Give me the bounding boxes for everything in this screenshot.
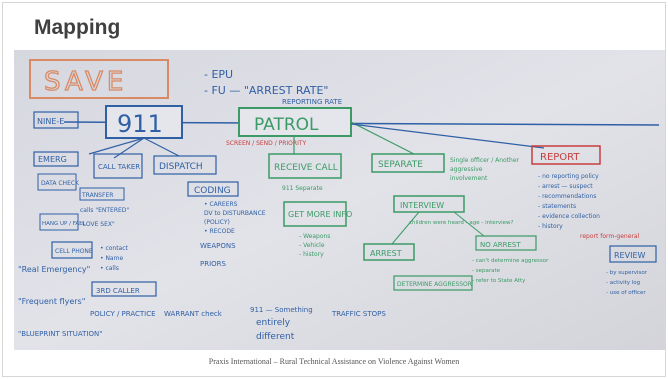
- note-top-3: REPORTING RATE: [282, 98, 342, 106]
- arrest-label: ARREST: [370, 249, 402, 258]
- review-note-1: - by supervisor: [606, 270, 648, 276]
- policy-practice-label: POLICY / PRACTICE: [90, 310, 156, 318]
- whiteboard-drawing: SAVE - EPU - FU — "ARREST RATE" REPORTIN…: [14, 50, 665, 350]
- call-taker-label: CALL TAKER: [98, 163, 140, 171]
- report-note-6: - history: [538, 223, 563, 230]
- coding-note-3: (POLICY): [204, 219, 230, 226]
- separate-note-2: aggressive: [450, 166, 483, 173]
- get-more-note-1: - Weapons: [299, 233, 330, 240]
- bottom-note-2: entirely: [256, 318, 291, 328]
- no-arrest-label: NO ARREST: [480, 241, 521, 249]
- nine-e-label: NINE-E: [37, 117, 64, 126]
- coding-label: CODING: [194, 186, 231, 196]
- emerg-label: EMERG: [38, 155, 67, 164]
- nine-e-box: [33, 111, 79, 129]
- slide-title: Mapping: [34, 16, 121, 39]
- report-note-1: - no reporting policy: [538, 173, 599, 180]
- report-note-4: - statements: [538, 203, 576, 210]
- get-more-note-2: - Vehicle: [299, 242, 325, 249]
- third-caller-label: 3RD CALLER: [96, 287, 140, 295]
- note-top-1: - EPU: [204, 68, 233, 81]
- weapons-label: WEAPONS: [200, 242, 236, 250]
- save-box: [29, 59, 169, 99]
- left-note-2: "Frequent flyers": [18, 297, 85, 306]
- left-note-3: "BLUEPRINT SITUATION": [18, 330, 102, 338]
- love-sex-label: "LOVE SEX": [80, 221, 115, 228]
- bottom-note-3: different: [256, 332, 295, 342]
- determine-label: DETERMINE AGGRESSOR: [397, 281, 472, 288]
- get-more-note-3: - history: [299, 251, 324, 258]
- save-label: SAVE: [44, 67, 127, 97]
- receive-call-label: RECEIVE CALL: [274, 163, 338, 173]
- receive-sub-label: 911 Separate: [282, 185, 323, 192]
- separate-note-3: involvement: [450, 175, 488, 182]
- data-check-label: DATA CHECK: [41, 180, 80, 187]
- cell-note-3: • calls: [100, 265, 119, 272]
- priors-label: PRIORS: [200, 260, 227, 268]
- node-911-label: 911: [117, 110, 163, 138]
- hang-up-label: HANG UP / FALL: [42, 221, 86, 227]
- review-note-2: - activity log: [606, 280, 640, 286]
- screen-note: SCREEN / SEND / PRIORITY: [226, 140, 307, 147]
- no-arrest-note-1: - can't determine aggressor: [472, 258, 549, 264]
- separate-note-1: Single officer / Another: [450, 157, 520, 164]
- separate-label: SEPARATE: [378, 160, 423, 170]
- note-top-2: - FU — "ARREST RATE": [204, 84, 328, 97]
- traffic-stops-label: TRAFFIC STOPS: [331, 310, 386, 318]
- review-note-3: - use of officer: [606, 290, 646, 296]
- cell-note-1: • contact: [100, 245, 129, 252]
- cell-phone-label: CELL PHONE: [55, 248, 93, 255]
- node-911-box: [105, 105, 183, 139]
- call-sub-label: calls "ENTERED": [80, 207, 129, 214]
- node-patrol-box: [238, 107, 352, 137]
- cell-note-2: • Name: [100, 255, 123, 262]
- interview-label: INTERVIEW: [400, 201, 444, 210]
- no-arrest-note-3: - refer to State Atty: [472, 278, 526, 284]
- get-more-label: GET MORE INFO: [288, 210, 352, 219]
- left-note-1: "Real Emergency": [18, 265, 90, 274]
- report-note-2: - arrest — suspect: [538, 183, 593, 190]
- report-red-note: report form-general: [580, 233, 640, 240]
- slide-footer: Praxis International – Rural Technical A…: [208, 357, 460, 366]
- node-patrol-label: PATROL: [254, 115, 319, 135]
- coding-note-4: • RECODE: [204, 228, 235, 235]
- transfer-label: TRANSFER: [81, 192, 113, 199]
- report-note-3: - recommendations: [538, 193, 596, 200]
- warrant-label: WARRANT check: [164, 310, 223, 318]
- report-note-5: - evidence collection: [538, 213, 600, 220]
- no-arrest-note-2: - separate: [472, 268, 501, 274]
- coding-note-2: DV to DISTURBANCE: [204, 210, 266, 217]
- whiteboard-photo: SAVE - EPU - FU — "ARREST RATE" REPORTIN…: [14, 50, 665, 350]
- dispatch-label: DISPATCH: [159, 162, 203, 172]
- review-label: REVIEW: [614, 251, 646, 260]
- interview-sub: children were heard - age - interview?: [409, 220, 514, 226]
- report-label: REPORT: [540, 152, 580, 163]
- bottom-note-1: 911 — Something: [250, 306, 313, 314]
- coding-note-1: • CAREERS: [204, 201, 238, 208]
